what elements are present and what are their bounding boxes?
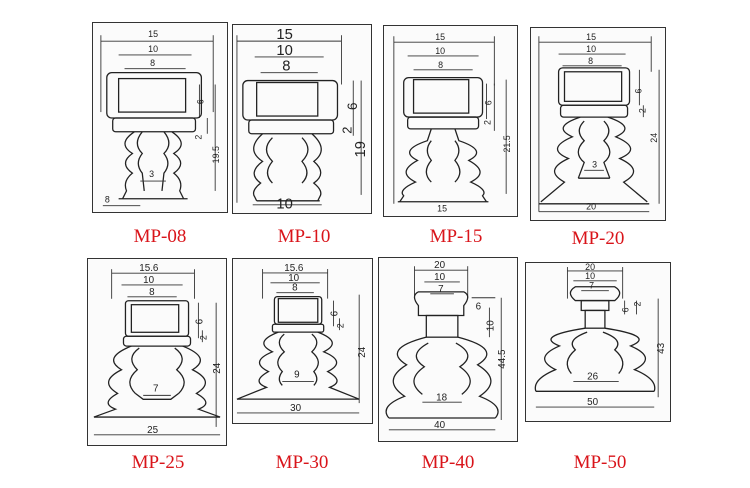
suction-cup-drawing-mp50: 20 10 7 6 2 43 26 50 — [534, 263, 667, 408]
model-caption-mp40: MP-40 — [421, 452, 475, 473]
model-caption-mp25: MP-25 — [131, 452, 185, 473]
dim-width-top: 15 — [148, 29, 158, 39]
dim-width-mid: 10 — [435, 46, 445, 56]
dim-width-top: 15.6 — [139, 263, 159, 274]
dim-height-total: 24 — [212, 362, 223, 373]
dim-height-a: 6 — [476, 302, 482, 313]
suction-cup-drawing-mp25: 15.6 10 8 6 2 24 7 25 — [93, 263, 223, 436]
dim-width-mid: 10 — [586, 44, 596, 54]
diagram-panel-mp25: 15.6 10 8 6 2 24 7 25 — [87, 258, 227, 446]
dim-width-inner: 8 — [282, 59, 290, 75]
model-caption-mp20: MP-20 — [571, 228, 625, 249]
dim-width-top: 20 — [434, 260, 445, 271]
dim-width-top: 15 — [435, 32, 445, 42]
dim-width-inner: 8 — [292, 283, 298, 294]
dim-height-b: 2 — [193, 135, 203, 140]
model-caption-mp15: MP-15 — [429, 226, 483, 247]
dim-width-base: 40 — [434, 420, 445, 431]
dim-width-mid: 10 — [276, 43, 292, 59]
dim-width-inner: 8 — [149, 287, 155, 298]
dim-height-a: 6 — [329, 310, 340, 316]
dim-width-neck: 3 — [592, 159, 597, 169]
dim-width-mid: 10 — [143, 275, 154, 286]
dim-width-base: 30 — [290, 403, 301, 414]
diagram-panel-mp15: 15 10 8 6 2 21.5 15 — [383, 25, 518, 217]
dim-height-a: 6 — [195, 99, 205, 104]
dim-width-inner: 7 — [438, 284, 443, 295]
dim-width-base: 8 — [105, 195, 110, 205]
suction-cup-drawing-mp30: 15.6 10 8 6 2 24 9 30 — [236, 263, 368, 414]
model-caption-mp50: MP-50 — [573, 452, 627, 473]
dim-height-total: 19 — [353, 141, 369, 157]
dim-height-a: 6 — [483, 100, 493, 105]
dim-width-base: 50 — [587, 397, 598, 408]
dim-height-total: 44.5 — [497, 349, 508, 369]
dim-height-b: 2 — [198, 335, 208, 340]
dim-height-a: 6 — [194, 318, 205, 324]
dim-width-inner: 8 — [150, 58, 155, 68]
dim-width-inner: 7 — [589, 281, 594, 291]
dim-height-b: 2 — [632, 301, 642, 306]
dim-width-top: 15.6 — [284, 263, 304, 274]
dim-width-neck: 9 — [294, 369, 300, 380]
dim-height-total: 24 — [357, 346, 368, 357]
diagram-panel-mp40: 20 10 7 6 10 44.5 18 40 — [378, 257, 518, 442]
dim-width-mid: 10 — [585, 271, 595, 281]
dim-height-total: 21.5 — [502, 135, 512, 152]
diagram-panel-mp10: 15 10 8 6 2 19 10 — [232, 24, 372, 214]
dim-height-total: 43 — [656, 342, 667, 353]
dim-width-base: 25 — [147, 425, 158, 436]
suction-cup-drawing-mp08: 15 10 8 6 2 19.5 3 8 — [100, 29, 221, 207]
suction-cup-drawing-mp20: 15 10 8 6 2 24 3 20 — [538, 32, 660, 213]
dim-height-a: 6 — [621, 307, 631, 312]
suction-cup-drawing-mp15: 15 10 8 6 2 21.5 15 — [393, 32, 512, 214]
diagram-panel-mp08: 15 10 8 6 2 19.5 3 8 — [92, 22, 228, 213]
dim-height-a: 6 — [345, 102, 360, 110]
dim-height-total: 24 — [649, 133, 659, 143]
dim-height-total: 19.5 — [211, 146, 221, 163]
dim-height-b: 2 — [339, 127, 354, 134]
dim-width-top: 15 — [276, 27, 292, 43]
dim-height-b: 2 — [482, 120, 492, 125]
dim-width-top: 15 — [586, 32, 596, 42]
model-caption-mp10: MP-10 — [277, 226, 331, 247]
dim-height-b: 2 — [335, 323, 345, 328]
dim-width-neck: 26 — [587, 371, 598, 382]
suction-cup-drawing-mp40: 20 10 7 6 10 44.5 18 40 — [385, 260, 508, 431]
dim-width-base: 15 — [437, 204, 447, 214]
dim-width-inner: 8 — [588, 56, 593, 66]
dim-width-top: 20 — [585, 263, 595, 272]
dim-height-a: 6 — [633, 88, 643, 93]
dim-width-inner: 8 — [438, 60, 443, 70]
dim-width-neck: 18 — [436, 392, 447, 403]
suction-cup-drawing-mp10: 15 10 8 6 2 19 10 — [236, 27, 369, 213]
model-caption-mp30: MP-30 — [275, 452, 329, 473]
dim-width-neck: 7 — [153, 383, 158, 394]
dim-height-b: 10 — [485, 320, 496, 331]
dim-width-base: 10 — [276, 197, 292, 213]
diagram-panel-mp50: 20 10 7 6 2 43 26 50 — [525, 262, 671, 422]
dim-width-mid: 10 — [288, 273, 299, 284]
dim-width-mid: 10 — [434, 272, 445, 283]
dim-width-mid: 10 — [148, 44, 158, 54]
dim-width-base: 20 — [586, 202, 596, 212]
dim-height-b: 2 — [637, 108, 647, 113]
dim-width-neck: 3 — [149, 169, 154, 179]
diagram-panel-mp20: 15 10 8 6 2 24 3 20 — [530, 27, 666, 221]
model-caption-mp08: MP-08 — [133, 226, 187, 247]
diagram-panel-mp30: 15.6 10 8 6 2 24 9 30 — [232, 258, 373, 424]
